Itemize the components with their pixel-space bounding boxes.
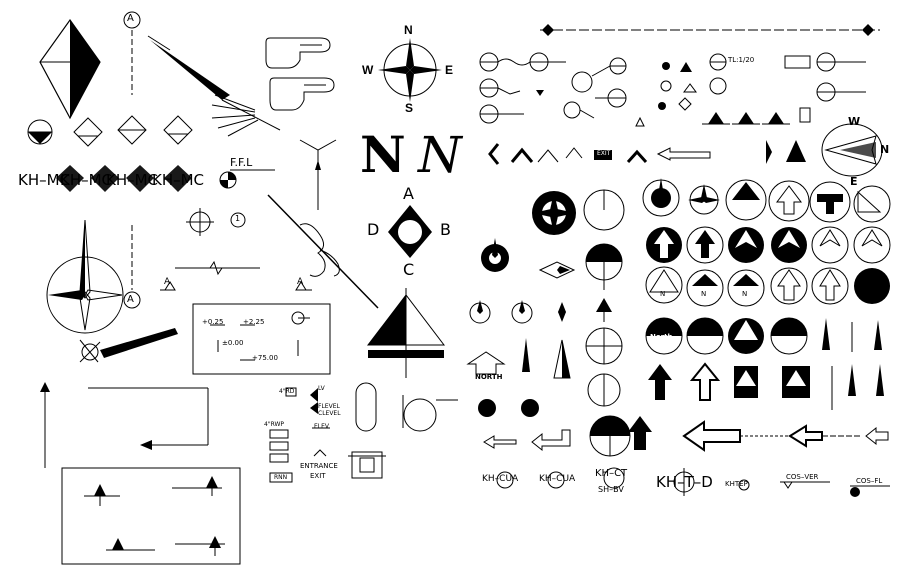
level-marker-row xyxy=(27,115,193,147)
tag-rd: 4"RD xyxy=(279,388,295,395)
code-sh-bv: SH–BV xyxy=(598,485,624,494)
direction-diamond xyxy=(388,205,432,258)
grid-line xyxy=(540,24,880,36)
routing-arrow xyxy=(40,382,209,468)
pointing-hand-icon-2 xyxy=(269,77,335,111)
pipe-symbol-stack xyxy=(269,387,330,483)
dagger-north-arrow xyxy=(267,194,379,309)
compass-disc-row-4 xyxy=(645,317,882,355)
north-arrow-blocks xyxy=(648,362,884,410)
label-north: NORTH xyxy=(475,373,503,381)
label-section-a-right: A xyxy=(297,277,304,287)
code-cos-fl: COS–FL xyxy=(856,477,883,485)
compass-right-n: N xyxy=(880,143,890,156)
compass-disc-wne xyxy=(821,123,883,177)
dir-b: B xyxy=(440,220,451,239)
kh-mc-diamonds xyxy=(56,165,275,192)
tag-entrance: ENTRANCE xyxy=(300,462,338,470)
compass-s: S xyxy=(405,101,414,115)
tag-elev: ELEV xyxy=(314,423,330,430)
label-a-top: A xyxy=(127,13,134,24)
dim-value-4: +75.00 xyxy=(252,354,278,362)
compass-right-e: E xyxy=(850,175,858,188)
label-a-compass: A xyxy=(127,294,134,305)
tag-clevel: CLEVEL xyxy=(318,410,341,417)
tag-rnn: RNN xyxy=(274,474,288,481)
diagonal-compass-pin xyxy=(79,328,178,363)
dim-value-2: +2.25 xyxy=(243,318,265,326)
label-kh-mc-2: KH–MC xyxy=(60,171,113,189)
section-callouts xyxy=(479,52,627,124)
door-symbols xyxy=(348,382,458,479)
circle-n-3: N xyxy=(701,290,707,298)
dim-value-3: ±0.00 xyxy=(222,339,244,347)
elevation-legend-box xyxy=(61,467,241,565)
code-symbols-bottom xyxy=(496,467,890,497)
compass-n: N xyxy=(404,23,413,37)
label-kh-mc-4: KH–MC xyxy=(152,171,205,189)
code-kh-cua-2: KH–CUA xyxy=(539,474,576,484)
big-n-bold: N xyxy=(360,125,406,184)
compass-star-vertical xyxy=(46,219,141,334)
label-one: 1 xyxy=(235,214,241,223)
code-kh-t-d: KH–T–D xyxy=(656,473,713,491)
compass-rose-nsew xyxy=(378,38,442,102)
compass-right-w: W xyxy=(848,115,861,128)
label-section-a-left: A xyxy=(164,277,171,287)
circle-n-2: N xyxy=(660,290,666,298)
chevron-arrow-row xyxy=(488,140,806,165)
level-legend-box xyxy=(192,303,331,375)
tag-lv: LV xyxy=(318,385,325,392)
dir-c: C xyxy=(403,260,415,279)
compass-disc-row-3 xyxy=(645,266,890,307)
label-kh-mc-3: KH–MC xyxy=(106,171,159,189)
label-kh-mc-1: KH–MC xyxy=(18,171,71,189)
tag-exit-small: EXIT xyxy=(597,150,611,157)
compass-disc-row-1 xyxy=(532,178,891,235)
pointing-hand-icon xyxy=(265,37,331,69)
dim-value-1: +0.25 xyxy=(202,318,224,326)
north-house-arrow xyxy=(466,338,571,417)
big-n-gothic: N xyxy=(418,126,462,184)
small-circles xyxy=(186,208,246,236)
level-marks-top-right xyxy=(635,52,866,127)
circle-n-4: N xyxy=(742,290,748,298)
arrow-chain-bottom xyxy=(483,416,889,452)
compass-w: W xyxy=(362,63,374,77)
compass-e: E xyxy=(445,63,454,77)
tag-scale: TL:1/20 xyxy=(728,56,755,64)
tag-flevel: FLEVEL xyxy=(318,403,340,410)
compass-disc-row-2 xyxy=(646,226,891,264)
tag-exit: EXIT xyxy=(310,472,326,480)
compass-cluster-middle xyxy=(469,238,631,457)
dir-a: A xyxy=(403,184,414,203)
north-arrow-diamond xyxy=(39,18,101,120)
section-line xyxy=(160,260,312,291)
tag-rwp: 4"RWP xyxy=(264,421,285,428)
code-cos-ver: COS–VER xyxy=(786,473,819,481)
thin-north-arrow xyxy=(299,139,337,210)
code-kh-tep: KHTEP xyxy=(725,480,748,488)
dir-d: D xyxy=(367,220,380,239)
north-disc-label: North xyxy=(650,333,673,341)
diagonal-north-arrow xyxy=(147,35,281,137)
code-kh-ct: KH–CT xyxy=(595,468,628,479)
circle-n-1: N xyxy=(741,206,747,214)
label-ffl: F.F.L xyxy=(230,156,253,169)
sailboat-north-arrow xyxy=(366,288,446,378)
section-marker-a xyxy=(123,11,141,95)
code-kh-cua-1: KH–CUA xyxy=(482,474,519,484)
